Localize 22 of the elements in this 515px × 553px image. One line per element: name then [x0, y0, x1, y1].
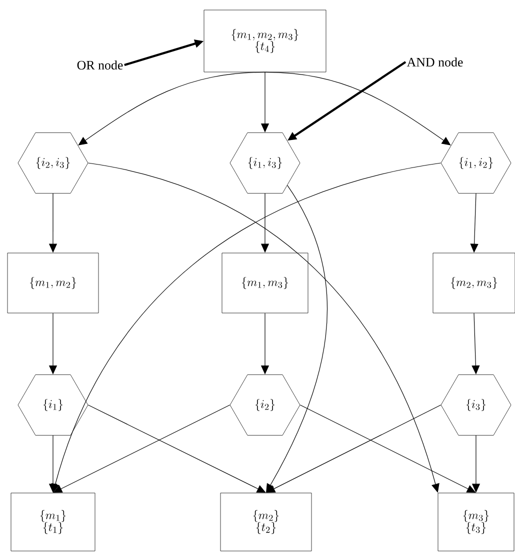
- set-hexagon: $\{i_3\}$: [440, 374, 512, 436]
- set-hexagon: $\{i_2, i_3\}$: [18, 132, 88, 194]
- annotation-text: OR node: [77, 60, 123, 70]
- set-box: $\{m_2, m_3\}$: [432, 252, 515, 314]
- set-box: $\{m_1\}$ $\{t_1\}$: [10, 492, 96, 552]
- set-hexagon: $\{i_1\}$: [18, 374, 88, 436]
- arrow: [78, 72, 266, 146]
- set-hexagon: $\{i_1, i_2\}$: [440, 132, 512, 194]
- set-box: $\{m_3\}$ $\{t_3\}$: [438, 492, 514, 552]
- arrow: [264, 72, 451, 146]
- set-hexagon: $\{i_2\}$: [230, 374, 300, 436]
- arrow: [472, 312, 480, 374]
- arrow: [266, 404, 442, 493]
- arrow: [300, 404, 476, 493]
- set-hexagon: $\{i_1, i_3\}$: [230, 132, 300, 194]
- arrow: [53, 404, 230, 493]
- set-box: $\{m_2\}$ $\{t_2\}$: [220, 492, 312, 552]
- set-box: $\{m_1, m_2, m_3\}$ $\{t_4\}$: [204, 10, 326, 72]
- arrow: [88, 404, 266, 493]
- annotation-text: AND node: [406, 57, 463, 67]
- set-box: $\{m_1, m_3\}$: [222, 252, 308, 314]
- set-box: $\{m_1, m_2\}$: [7, 252, 99, 314]
